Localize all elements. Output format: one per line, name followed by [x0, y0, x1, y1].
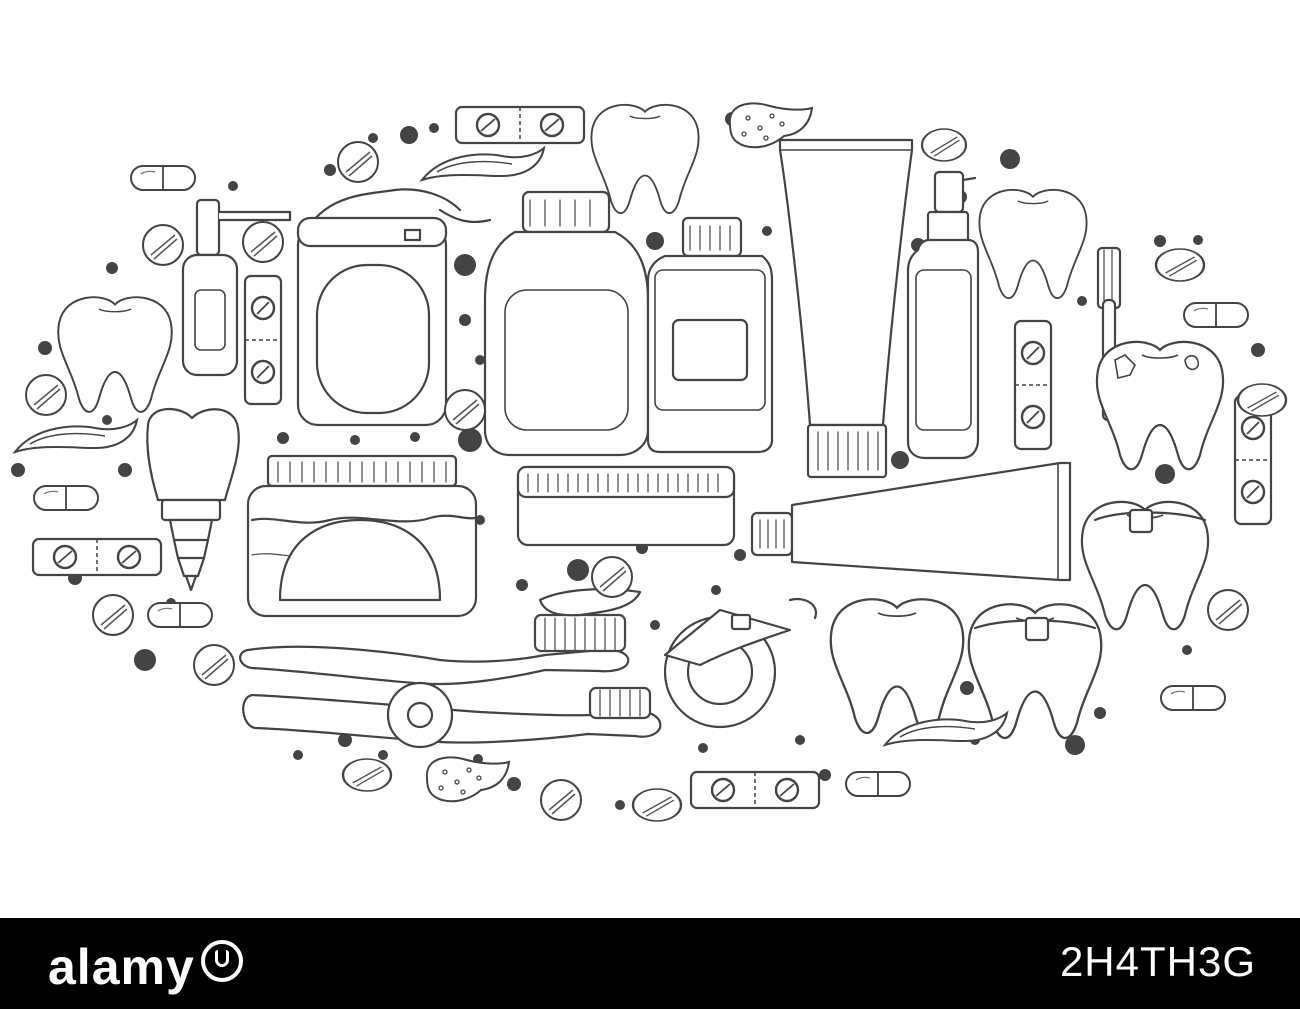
tooth-icon	[57, 296, 173, 413]
brand-logo: alamy	[48, 938, 243, 996]
capsule-icon	[1183, 302, 1249, 328]
tooth-braces-icon	[1080, 500, 1210, 631]
pill-icon	[591, 556, 633, 598]
image-stock-id: 2H4TH3G	[1059, 938, 1256, 985]
tooth-icon	[978, 188, 1088, 300]
dental-implant-icon	[146, 407, 240, 592]
dental-floss-icon	[296, 188, 492, 427]
pill-icon	[92, 594, 134, 636]
mouthwash-bottle-icon	[646, 216, 774, 454]
dental-doodle-illustration	[11, 102, 1288, 823]
toothpaste-squeeze-icon	[14, 419, 138, 453]
soap-bar-icon	[516, 465, 736, 547]
pill-icon	[341, 757, 393, 793]
pill-blister-icon	[243, 274, 283, 406]
pill-icon	[1236, 382, 1288, 418]
dental-floss-icon	[386, 597, 818, 749]
pill-icon	[540, 779, 582, 821]
capsule-icon	[147, 602, 213, 628]
decayed-tooth-icon	[1095, 340, 1225, 471]
pill-icon	[631, 787, 683, 823]
pill-icon	[242, 221, 284, 263]
watermark-footer: alamy 2H4TH3G	[0, 918, 1300, 1009]
pill-blister-icon	[1013, 319, 1053, 451]
pill-icon	[25, 374, 67, 416]
pill-icon	[337, 141, 379, 183]
capsule-icon	[1160, 685, 1226, 711]
spray-bottle-icon	[906, 170, 980, 460]
capsule-icon	[130, 165, 196, 191]
pill-blister-icon	[31, 537, 163, 577]
pill-blister-icon	[689, 770, 821, 810]
toothpaste-tube-icon	[750, 461, 1072, 582]
toothpaste-squeeze-icon	[421, 147, 545, 181]
tooth-braces-icon	[967, 603, 1103, 740]
pill-icon	[920, 127, 968, 163]
tooth-icon	[829, 598, 965, 735]
toothpaste-tube-icon	[778, 138, 914, 479]
mouthwash-bottle-icon	[483, 190, 650, 457]
pill-icon	[444, 389, 486, 431]
cream-jar-icon	[246, 454, 478, 618]
toothpaste-blob-icon	[425, 756, 510, 803]
capsule-icon	[33, 485, 99, 511]
pill-icon	[1207, 589, 1249, 631]
pill-icon	[142, 224, 184, 266]
capsule-icon	[845, 771, 911, 797]
pill-blister-icon	[454, 105, 586, 145]
toothpaste-squeeze-icon	[884, 712, 1008, 746]
logo-badge-icon	[200, 940, 243, 982]
spray-bottle-icon	[181, 198, 292, 377]
pill-icon	[1154, 247, 1206, 283]
pill-icon	[193, 644, 235, 686]
